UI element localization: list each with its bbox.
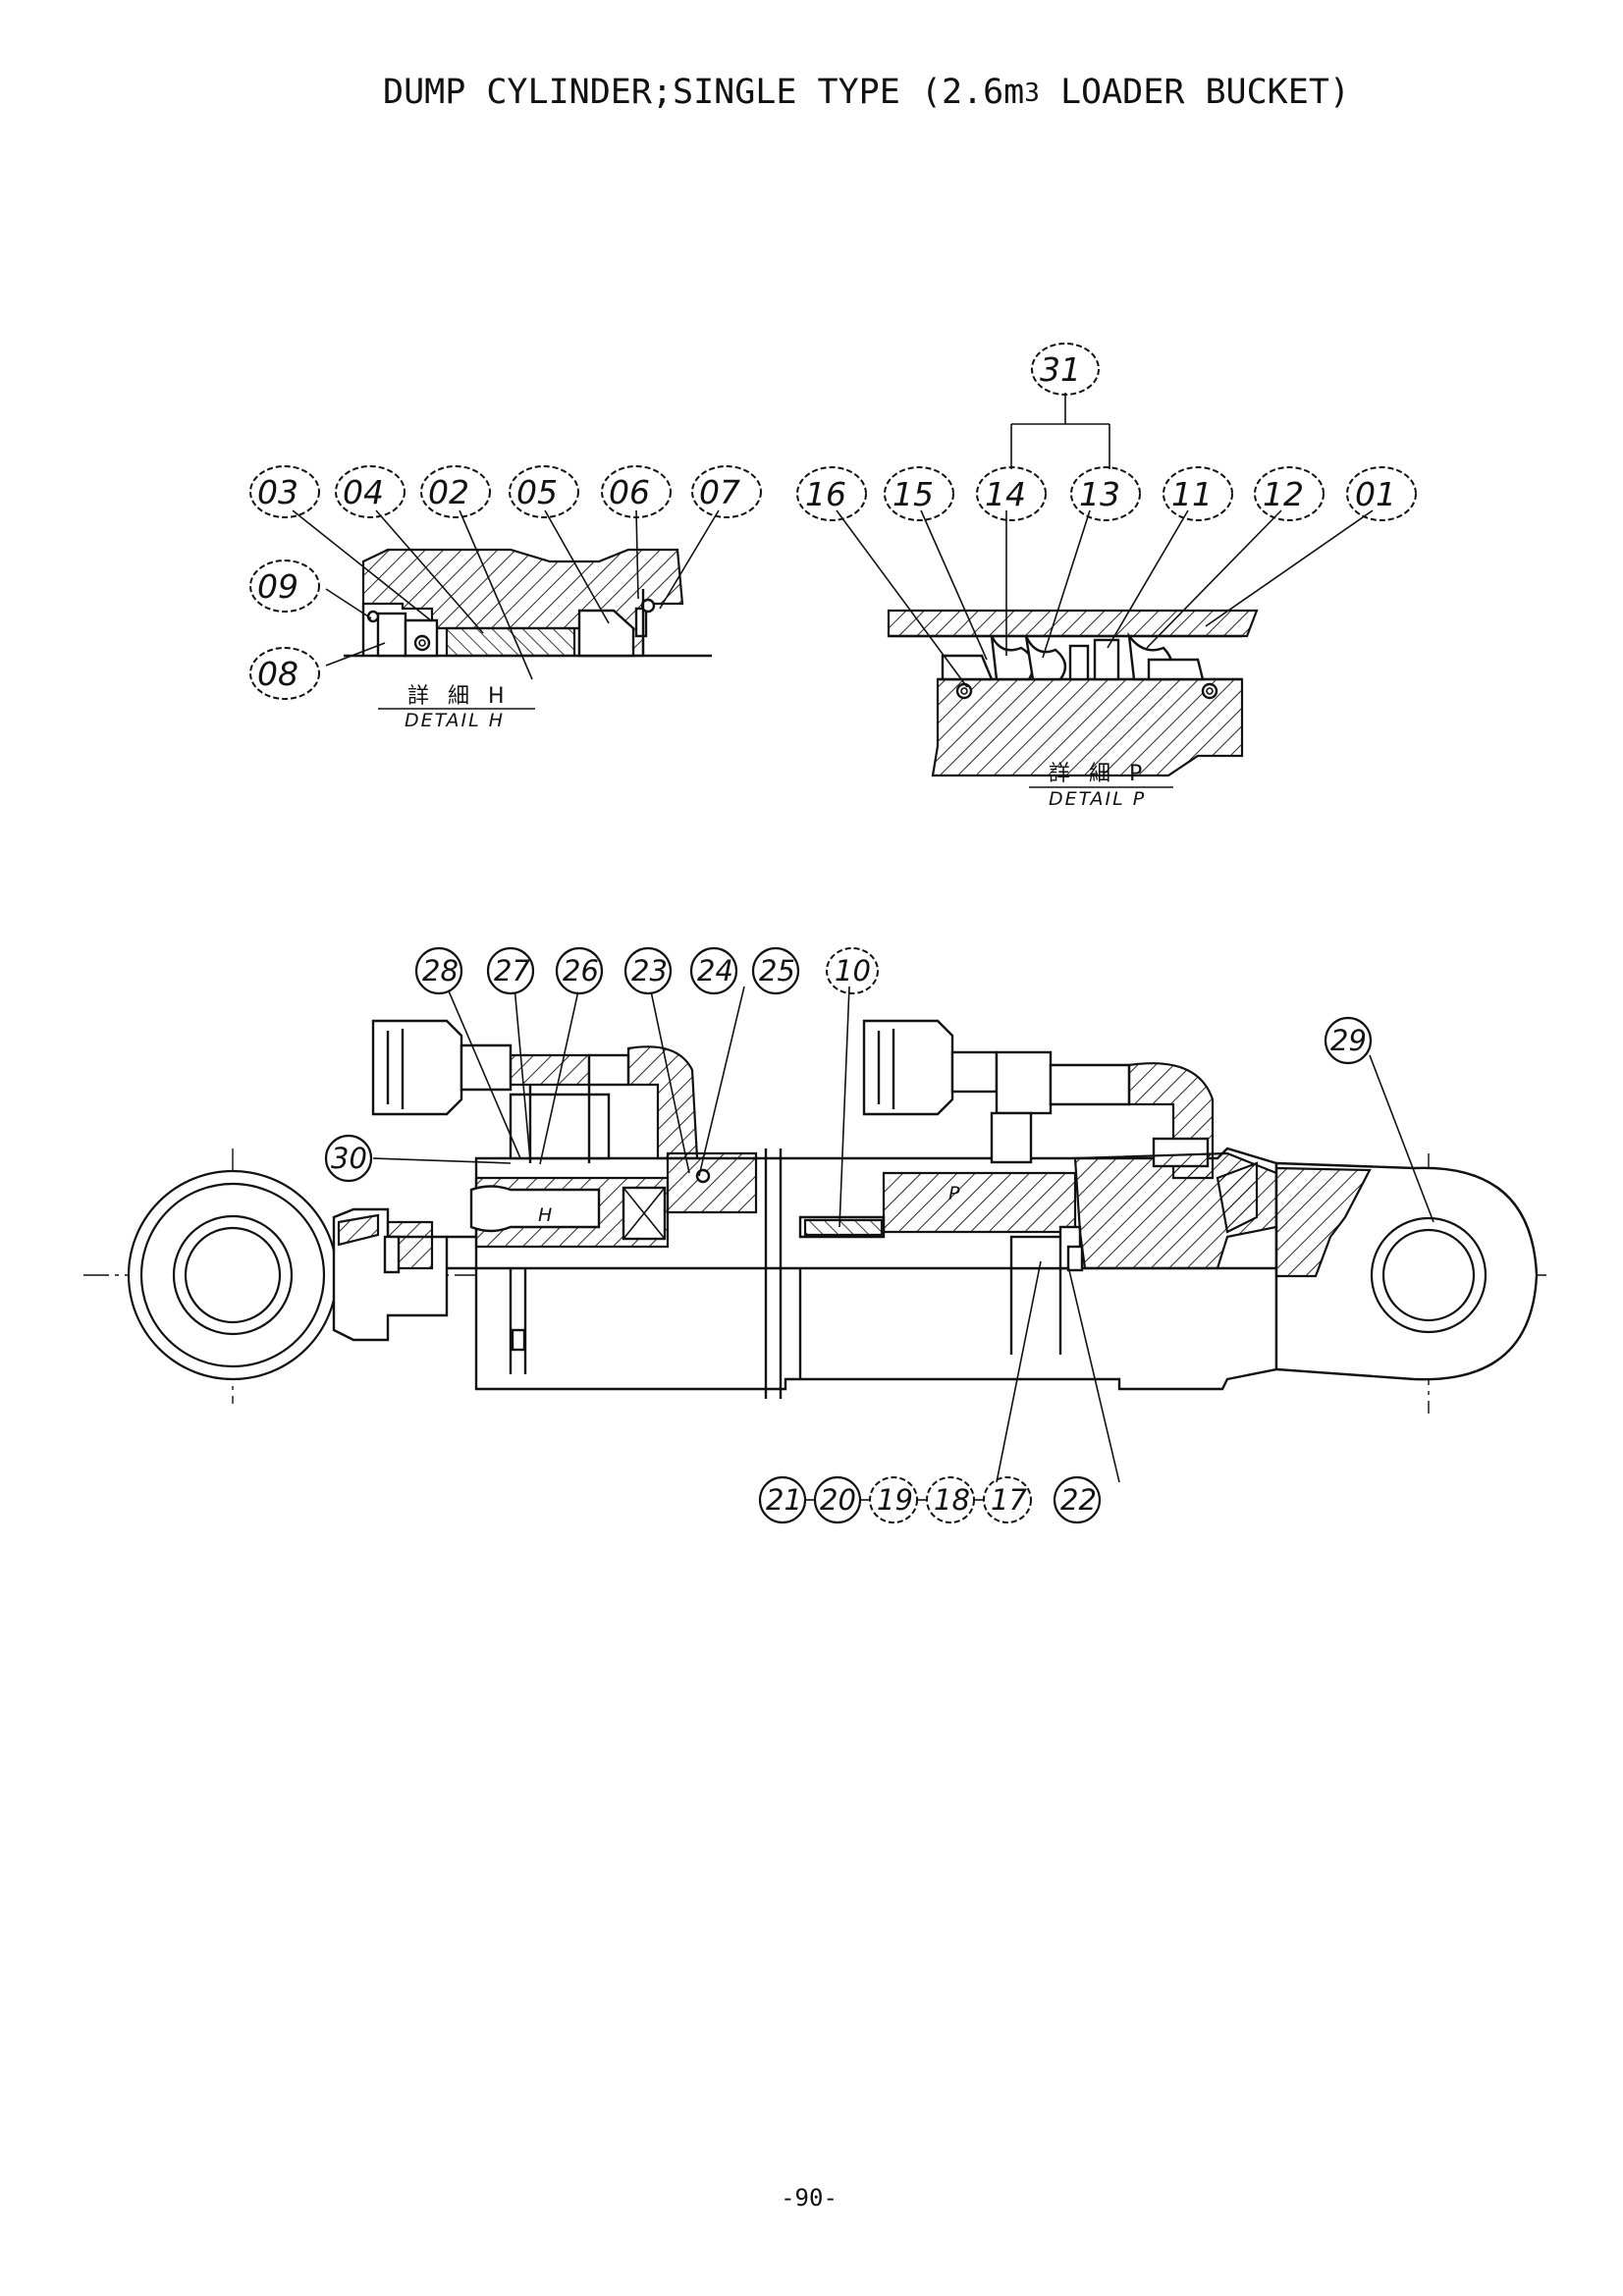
callout-30: 30 xyxy=(324,1134,373,1183)
svg-text:15: 15 xyxy=(893,475,934,513)
svg-text:24: 24 xyxy=(697,954,733,988)
assembly-top-callouts: 28 27 26 23 24 25 10 xyxy=(414,946,879,995)
svg-text:29: 29 xyxy=(1330,1024,1367,1057)
svg-text:28: 28 xyxy=(422,954,459,988)
svg-text:10: 10 xyxy=(835,954,871,988)
callout-03: 03 xyxy=(249,465,320,518)
svg-text:14: 14 xyxy=(985,475,1026,513)
svg-text:13: 13 xyxy=(1079,475,1120,513)
callout-11: 11 xyxy=(1163,466,1233,521)
callout-08: 08 xyxy=(249,647,320,700)
callout-28: 28 xyxy=(414,946,463,995)
callout-24: 24 xyxy=(689,946,738,995)
detail-p-leaders xyxy=(836,393,1374,688)
callout-10: 10 xyxy=(826,947,879,994)
callout-17: 17 xyxy=(983,1476,1032,1523)
callout-06: 06 xyxy=(601,465,672,518)
callout-26: 26 xyxy=(555,946,604,995)
svg-text:27: 27 xyxy=(494,954,530,988)
svg-text:16: 16 xyxy=(805,475,846,513)
svg-text:25: 25 xyxy=(759,954,795,988)
callout-13: 13 xyxy=(1070,466,1141,521)
callout-27: 27 xyxy=(486,946,535,995)
svg-text:07: 07 xyxy=(699,473,740,511)
svg-text:12: 12 xyxy=(1263,475,1304,513)
svg-text:18: 18 xyxy=(934,1483,970,1517)
detail-p-label: 詳 細 P DETAIL P xyxy=(1029,762,1173,810)
svg-text:23: 23 xyxy=(631,954,668,988)
callout-20: 20 xyxy=(813,1475,862,1524)
callout-07: 07 xyxy=(691,465,762,518)
svg-text:05: 05 xyxy=(516,473,558,511)
callout-18: 18 xyxy=(926,1476,975,1523)
detail-h-callouts: 03 04 02 05 06 07 09 08 xyxy=(249,465,762,700)
svg-text:22: 22 xyxy=(1060,1483,1097,1517)
svg-text:26: 26 xyxy=(563,954,599,988)
svg-text:11: 11 xyxy=(1171,475,1213,513)
callout-14: 14 xyxy=(976,466,1047,521)
svg-text:06: 06 xyxy=(609,473,650,511)
callout-31: 31 xyxy=(1031,343,1100,396)
detail-p-callouts: 31 16 15 14 13 11 12 01 xyxy=(796,343,1417,521)
callout-05: 05 xyxy=(509,465,579,518)
assembly-side-callouts: 30 29 xyxy=(324,1016,1373,1183)
svg-text:DETAIL H: DETAIL H xyxy=(405,710,505,731)
detail-h-drawing xyxy=(344,548,712,658)
svg-text:P: P xyxy=(948,1183,961,1204)
diagram-title: DUMP CYLINDER;SINGLE TYPE (2.6m3 LOADER … xyxy=(383,73,1350,112)
svg-text:19: 19 xyxy=(877,1483,913,1517)
callout-19: 19 xyxy=(869,1476,918,1523)
svg-text:DETAIL P: DETAIL P xyxy=(1049,788,1146,810)
callout-16: 16 xyxy=(796,466,867,521)
callout-12: 12 xyxy=(1254,466,1325,521)
cylinder-assembly-drawing: H P xyxy=(83,1019,1546,1414)
callout-04: 04 xyxy=(335,465,406,518)
svg-text:31: 31 xyxy=(1040,350,1081,389)
detail-p-drawing xyxy=(887,609,1259,777)
svg-text:H: H xyxy=(538,1204,554,1226)
svg-text:17: 17 xyxy=(991,1483,1027,1517)
callout-29: 29 xyxy=(1324,1016,1373,1065)
svg-text:詳 細 P: 詳 細 P xyxy=(1049,762,1148,786)
svg-text:21: 21 xyxy=(766,1483,802,1517)
callout-01: 01 xyxy=(1346,466,1417,521)
svg-text:02: 02 xyxy=(428,473,469,511)
svg-text:30: 30 xyxy=(331,1142,367,1175)
svg-text:09: 09 xyxy=(257,567,298,606)
detail-h-leaders xyxy=(292,509,720,680)
diagram-title-main: DUMP CYLINDER;SINGLE TYPE (2.6m xyxy=(383,73,1024,112)
svg-text:08: 08 xyxy=(257,655,298,693)
callout-22: 22 xyxy=(1053,1475,1102,1524)
callout-21: 21 xyxy=(758,1475,807,1524)
callout-23: 23 xyxy=(623,946,673,995)
callout-15: 15 xyxy=(884,466,954,521)
detail-h-label: 詳 細 H DETAIL H xyxy=(378,684,535,731)
assembly-bottom-callouts: 21 20 19 18 17 22 xyxy=(758,1475,1102,1524)
svg-text:20: 20 xyxy=(820,1483,856,1517)
assembly-leaders xyxy=(372,971,1434,1483)
svg-text:04: 04 xyxy=(343,473,384,511)
svg-text:01: 01 xyxy=(1355,475,1396,513)
page-number: -90- xyxy=(781,2184,838,2212)
svg-text:詳 細 H: 詳 細 H xyxy=(407,684,511,709)
callout-25: 25 xyxy=(751,946,800,995)
diagram-title-superscript: 3 xyxy=(1024,79,1040,108)
callout-02: 02 xyxy=(420,465,491,518)
callout-09: 09 xyxy=(249,560,320,613)
svg-text:03: 03 xyxy=(257,473,298,511)
diagram-title-suffix: LOADER BUCKET) xyxy=(1040,73,1350,112)
